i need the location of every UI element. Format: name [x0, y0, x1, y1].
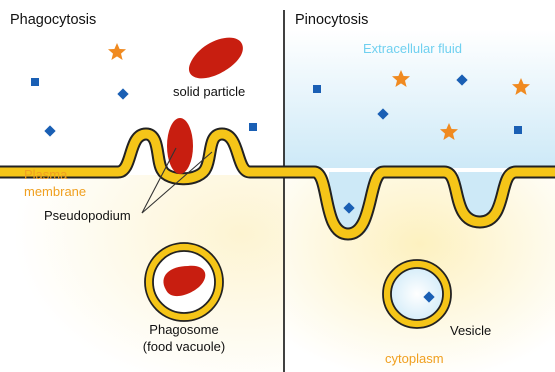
pseudopodium-label: Pseudopodium	[44, 208, 131, 223]
vesicle	[383, 260, 451, 328]
membrane-label: membrane	[24, 184, 86, 199]
diamond-icon	[117, 88, 128, 99]
diamond-icon	[313, 85, 321, 93]
food-vacuole-label: (food vacuole)	[143, 339, 225, 354]
solid-particle-label: solid particle	[173, 84, 245, 99]
diamond-icon	[44, 125, 55, 136]
star-icon	[108, 43, 126, 60]
cytoplasm-label: cytoplasm	[385, 351, 444, 366]
pinocytosis-title: Pinocytosis	[295, 12, 368, 28]
plasma-label: Plasma	[24, 167, 68, 182]
phagocytosis-title: Phagocytosis	[10, 12, 96, 28]
extracellular-fluid-label: Extracellular fluid	[363, 41, 462, 56]
diamond-icon	[249, 123, 257, 131]
phagosome-label: Phagosome	[149, 322, 218, 337]
phagosome	[145, 243, 223, 321]
diamond-icon	[514, 126, 522, 134]
solid-particle-shape	[189, 38, 243, 79]
vesicle-label: Vesicle	[450, 323, 491, 338]
engulfed-particle-shape	[167, 118, 193, 174]
diamond-icon	[31, 78, 39, 86]
